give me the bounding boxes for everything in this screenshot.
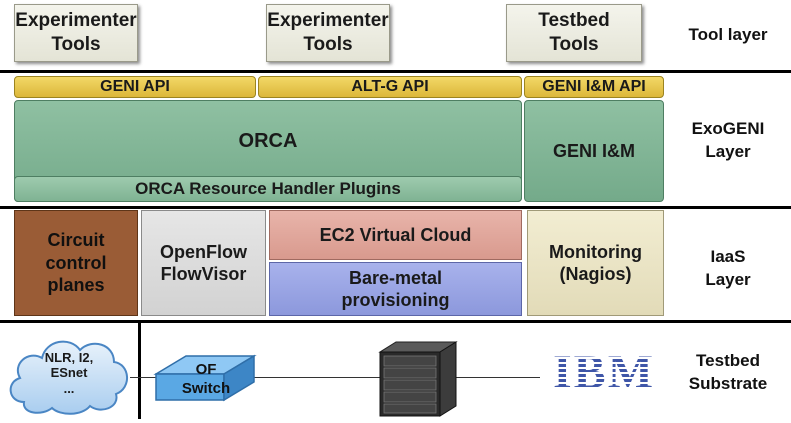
geni-im-api-bar: GENI I&M API	[524, 76, 664, 98]
bare-metal-provisioning-label: Bare-metal provisioning	[341, 267, 450, 311]
geni-im-label: GENI I&M	[552, 140, 635, 161]
experimenter-tools-box-2: Experimenter Tools	[266, 4, 390, 62]
network-cloud-label: NLR, I2, ESnet ...	[44, 349, 94, 396]
ec2-virtual-cloud-box: EC2 Virtual Cloud	[269, 210, 522, 260]
network-cloud-icon	[4, 330, 134, 416]
experimenter-tools-label-1: Experimenter Tools	[15, 10, 137, 55]
server-rack-icon	[376, 340, 458, 418]
tool-layer-label: Tool layer	[688, 25, 768, 44]
monitoring-nagios-box: Monitoring (Nagios)	[527, 210, 664, 316]
iaas-layer-label: IaaS Layer	[705, 247, 751, 289]
alt-g-api-label: ALT-G API	[351, 78, 429, 95]
circuit-control-planes-label: Circuit control planes	[45, 230, 107, 296]
of-switch-icon	[146, 350, 264, 408]
ibm-logo: IBM	[546, 346, 662, 399]
experimenter-tools-box-1: Experimenter Tools	[14, 4, 138, 62]
orca-plugins-bar: ORCA Resource Handler Plugins	[14, 176, 522, 202]
testbed-tools-box: Testbed Tools	[506, 4, 642, 62]
layer-divider-3	[0, 320, 791, 323]
experimenter-tools-label-2: Experimenter Tools	[267, 10, 389, 55]
geni-api-label: GENI API	[100, 78, 170, 95]
substrate-divider	[138, 320, 141, 419]
geni-im-box: GENI I&M	[524, 100, 664, 202]
testbed-substrate-label: Testbed Substrate	[688, 351, 768, 393]
of-switch-label: OF Switch	[181, 361, 231, 397]
orca-label: ORCA	[238, 130, 298, 152]
circuit-control-planes-box: Circuit control planes	[14, 210, 138, 316]
geni-im-api-label: GENI I&M API	[542, 78, 646, 95]
layer-divider-1	[0, 70, 791, 73]
bare-metal-provisioning-box: Bare-metal provisioning	[269, 262, 522, 316]
orca-plugins-label: ORCA Resource Handler Plugins	[135, 179, 401, 199]
geni-api-bar: GENI API	[14, 76, 256, 98]
exogeni-layer-label: ExoGENI Layer	[691, 119, 765, 161]
openflow-flowvisor-label: OpenFlow FlowVisor	[160, 241, 247, 285]
ibm-logo-text: IBM	[553, 346, 655, 399]
substrate-link-line	[130, 377, 540, 378]
alt-g-api-bar: ALT-G API	[258, 76, 522, 98]
testbed-tools-label: Testbed Tools	[538, 10, 610, 55]
layer-divider-2	[0, 206, 791, 209]
openflow-flowvisor-box: OpenFlow FlowVisor	[141, 210, 266, 316]
monitoring-nagios-label: Monitoring (Nagios)	[549, 241, 642, 285]
ec2-virtual-cloud-label: EC2 Virtual Cloud	[319, 224, 472, 245]
